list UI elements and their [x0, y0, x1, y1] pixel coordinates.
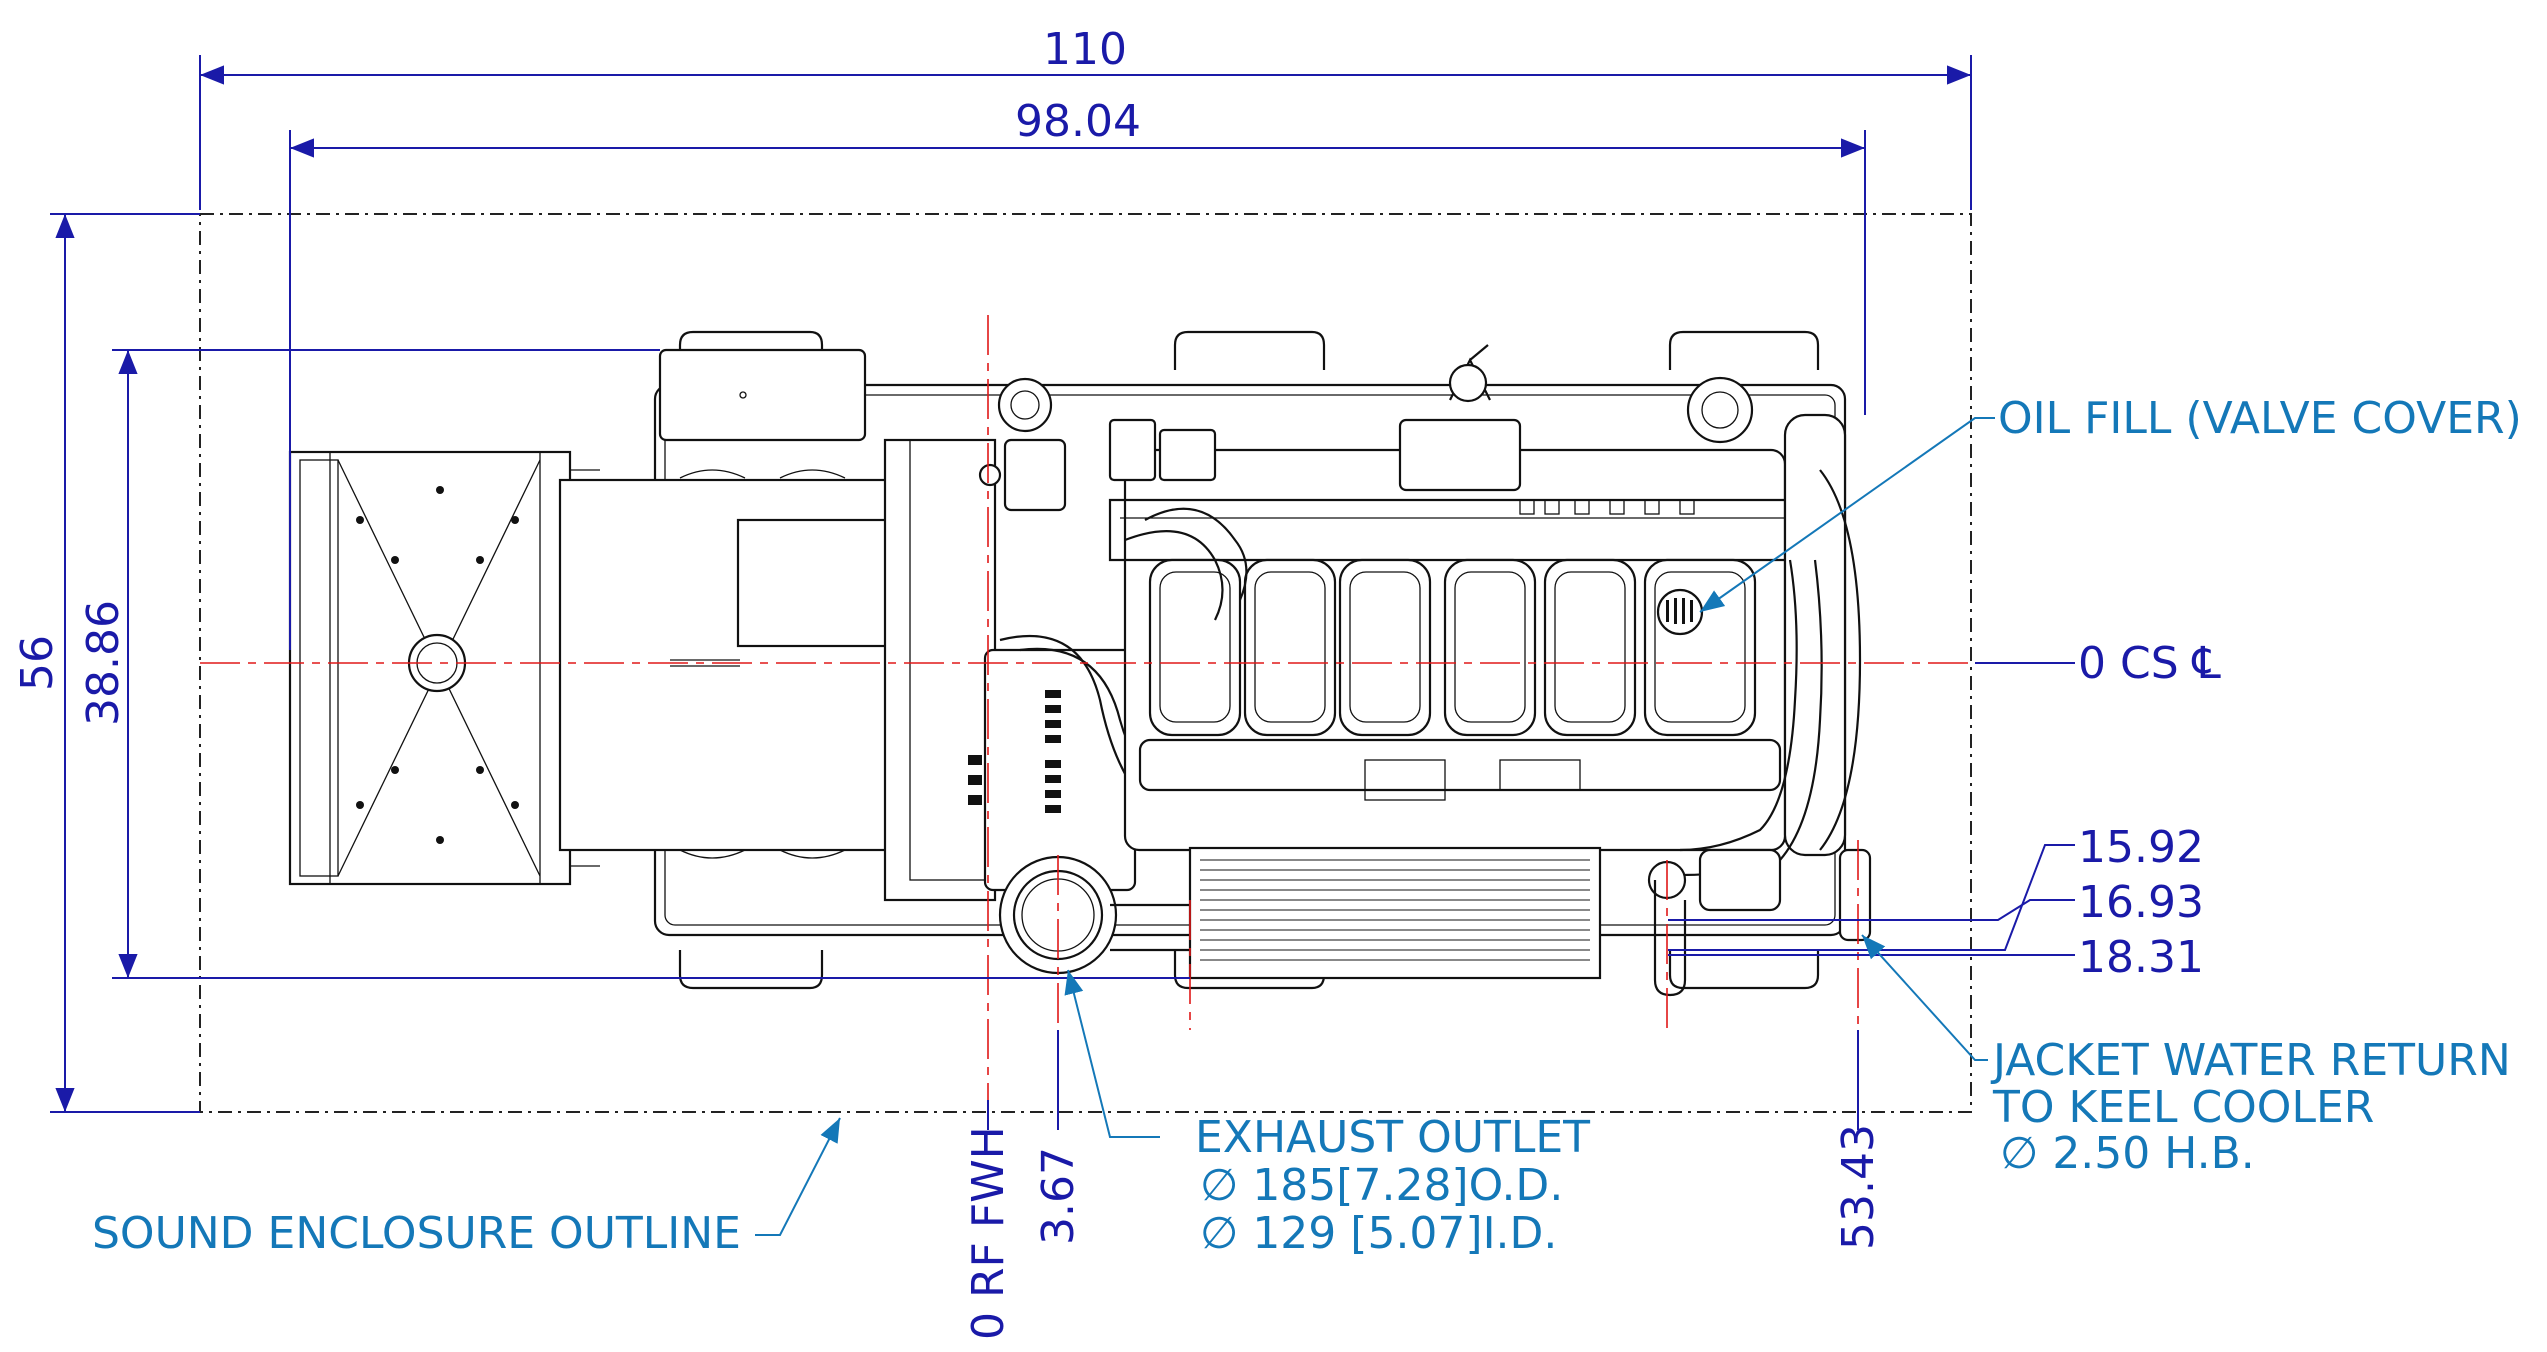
centerlines	[200, 315, 1975, 1100]
dim-fwh-reference: 0 RF FWH	[963, 1126, 1014, 1340]
dim-height-16-93: 16.93	[2078, 877, 2204, 928]
callout-exhaust-title: EXHAUST OUTLET	[1195, 1112, 1590, 1163]
callout-leaders	[755, 417, 1995, 1236]
callout-exhaust-od: ∅ 185[7.28]O.D.	[1200, 1160, 1563, 1211]
dim-overall-length: 110	[1043, 24, 1127, 75]
callout-jacket-line1: JACKET WATER RETURN	[1990, 1035, 2511, 1086]
callout-jacket-size: ∅ 2.50 H.B.	[2000, 1128, 2255, 1179]
callout-exhaust-id: ∅ 129 [5.07]I.D.	[1200, 1208, 1557, 1259]
dim-jacket-offset: 53.43	[1833, 1124, 1884, 1250]
callout-sound-enclosure: SOUND ENCLOSURE OUTLINE	[92, 1208, 741, 1259]
engine-linework	[288, 330, 1872, 997]
callout-oil-fill: OIL FILL (VALVE COVER)	[1998, 393, 2522, 444]
dim-height-18-31: 18.31	[2078, 932, 2204, 983]
dim-exhaust-offset: 3.67	[1033, 1147, 1084, 1245]
dim-centerline-label: 0 CS ℄	[2078, 638, 2222, 689]
dim-overall-width: 56	[12, 635, 63, 691]
dim-engine-length: 98.04	[1015, 96, 1141, 147]
dim-height-15-92: 15.92	[2078, 822, 2204, 873]
dim-engine-width: 38.86	[78, 600, 129, 726]
callout-jacket-line2: TO KEEL COOLER	[1992, 1082, 2374, 1133]
